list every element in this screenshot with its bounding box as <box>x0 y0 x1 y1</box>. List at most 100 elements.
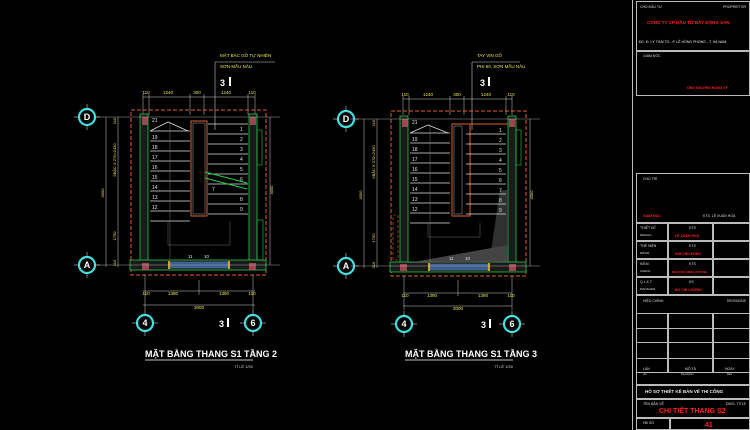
dim-bottom-3: 1390 <box>478 293 489 298</box>
dim-bottom-1: 110 <box>401 293 409 298</box>
axis-bubble-D: D <box>72 102 102 132</box>
svg-text:2: 2 <box>499 138 502 144</box>
section-mark-bottom: 3 <box>481 320 486 330</box>
svg-text:4: 4 <box>499 158 502 164</box>
stage-label: HỒ SƠ THIẾT KẾ BẢN VẼ THI CÔNG <box>645 389 724 394</box>
svg-text:7: 7 <box>212 187 215 193</box>
axis-bubble-6: 6 <box>497 309 527 339</box>
svg-text:5: 5 <box>240 167 243 173</box>
dim-bottom-2: 1390 <box>427 293 438 298</box>
dim-top-2: 1240 <box>423 92 434 97</box>
drawing-name-label: TÊN BẢN VẼ <box>643 402 664 406</box>
dim-top-2: 1240 <box>163 90 174 95</box>
svg-text:21: 21 <box>412 120 418 126</box>
svg-text:4: 4 <box>401 319 406 329</box>
svg-text:3: 3 <box>240 147 243 153</box>
svg-text:17: 17 <box>152 155 158 161</box>
svg-text:D: D <box>343 114 350 124</box>
drawing-name: CHI TIẾT THANG S2 <box>659 408 726 415</box>
dim-bottom-total: 3000 <box>194 305 205 310</box>
axis-bubble-D: D <box>331 104 361 134</box>
dim-left-total: 4000 <box>358 190 363 200</box>
director-section: GIÁM ĐỐC ÔNG NGUYỄN HÙNG VỸ <box>636 51 750 96</box>
lead-label: CHỦ TRÌ <box>643 177 658 181</box>
section-mark-bottom: 3 <box>219 319 224 329</box>
svg-text:2: 2 <box>240 137 243 143</box>
drawing-title-1: MẶT BẰNG THANG S1 TẦNG 2 <box>145 349 277 359</box>
svg-text:4: 4 <box>240 157 243 163</box>
annotation-paint: SƠN MẦU NÂU <box>220 63 252 69</box>
svg-text:18: 18 <box>412 147 418 153</box>
lead-section: CHỦ TRÌ GIÁM ĐỐC KTS. LÊ XUÂN HOÀ <box>636 173 750 223</box>
director-name: ÔNG NGUYỄN HÙNG VỸ <box>687 86 728 90</box>
landing-label-11: 11 <box>188 254 193 259</box>
annotation-handrail-paint: PHI 60, SƠN MẦU NÂU <box>477 63 525 69</box>
svg-text:6: 6 <box>250 318 255 328</box>
svg-text:15: 15 <box>152 175 158 181</box>
svg-text:17: 17 <box>412 157 418 163</box>
svg-text:19: 19 <box>152 135 158 141</box>
dim-left-wall: 110 <box>371 261 376 268</box>
svg-text:A: A <box>84 260 91 270</box>
revisions-label: HIỆU CHỈNH <box>643 299 664 303</box>
rev-col-desc: MÔ TẢ <box>685 367 697 371</box>
axis-bubble-4: 4 <box>130 308 160 338</box>
axis-bubble-A: A <box>72 250 102 280</box>
svg-text:8: 8 <box>240 197 243 203</box>
svg-text:9: 9 <box>240 207 243 213</box>
right-flight-step-numbers: 1 2 3 4 5 6 7 8 9 <box>212 127 243 213</box>
dim-left-steps: 9BẬC X 270=2430 <box>371 145 376 179</box>
svg-text:A: A <box>343 261 350 271</box>
axis-bubble-6: 6 <box>238 308 268 338</box>
svg-text:12: 12 <box>152 205 158 211</box>
svg-text:4: 4 <box>142 318 147 328</box>
company-address: ĐC: Đ. LÝ THÁI TỔ - P. LÊ HỒNG PHONG - T… <box>639 40 727 44</box>
dim-bottom-3: 1390 <box>219 291 230 296</box>
checker-signature <box>713 259 750 277</box>
svg-text:1: 1 <box>240 127 243 133</box>
section-mark-top: 3 <box>220 78 225 88</box>
left-flight-step-numbers: 21 19 18 17 16 15 14 13 12 <box>412 120 418 213</box>
dim-left-landing: 1750 <box>371 233 376 243</box>
director-label: GIÁM ĐỐC <box>643 54 661 58</box>
landing-label-10: 10 <box>465 256 471 261</box>
drafter-signature <box>713 241 750 259</box>
drawing-scale-1: TỈ LỆ 1/50 <box>235 364 254 369</box>
svg-text:14: 14 <box>152 185 158 191</box>
dim-bottom-2: 1390 <box>168 291 179 296</box>
dim-bottom-1: 110 <box>142 291 150 296</box>
right-flight-step-numbers: 1 2 3 4 5 6 7 8 9 <box>499 128 502 214</box>
landing-label-11: 11 <box>449 256 454 261</box>
dim-left-landing: 1750 <box>112 231 117 241</box>
stair-plan-floor-3: TAY VỊN GỖ PHI 60, SƠN MẦU NÂU 3 110 124… <box>331 52 540 369</box>
dim-bottom-total: 3000 <box>453 306 464 311</box>
svg-text:21: 21 <box>152 118 158 124</box>
dim-left-wall: 110 <box>112 259 117 266</box>
drawing-no-label: HĐ SỐ <box>643 421 655 425</box>
annotation-tread: MẶT BẬC GỖ TỰ NHIÊN <box>220 51 271 58</box>
svg-text:6: 6 <box>240 177 243 183</box>
svg-text:8: 8 <box>499 198 502 204</box>
svg-text:14: 14 <box>412 187 418 193</box>
dim-bottom-4: 110 <box>507 293 515 298</box>
svg-text:5: 5 <box>499 168 502 174</box>
company-name: CÔNG TY CP ĐẦU TƯ BẤT ĐỘNG SẢN <box>647 20 730 25</box>
dim-left-total: 4000 <box>100 188 105 198</box>
lead-role: GIÁM ĐỐC <box>643 214 661 218</box>
svg-text:15: 15 <box>412 177 418 183</box>
dim-top-4: 1240 <box>481 92 492 97</box>
axis-bubble-4: 4 <box>389 309 419 339</box>
svg-text:D: D <box>84 112 91 122</box>
axis-bubble-A: A <box>331 251 361 281</box>
stage-section: HỒ SƠ THIẾT KẾ BẢN VẼ THI CÔNG <box>636 385 750 399</box>
drawing-name-label-en: DWG. TITLE <box>726 402 746 406</box>
dim-left-steps: 9BẬC X 270=2430 <box>112 143 117 177</box>
annotation-handrail: TAY VỊN GỖ <box>477 52 503 58</box>
dim-top-4: 1240 <box>221 90 232 95</box>
designer-signature <box>713 223 750 241</box>
drawing-name-section: TÊN BẢN VẼ DWG. TITLE CHI TIẾT THANG S2 <box>636 399 750 418</box>
dim-right-total: 4000 <box>529 190 534 200</box>
svg-text:19: 19 <box>412 137 418 143</box>
manager-name: ĐỖ CHÍ CƯỜNG <box>675 288 702 292</box>
